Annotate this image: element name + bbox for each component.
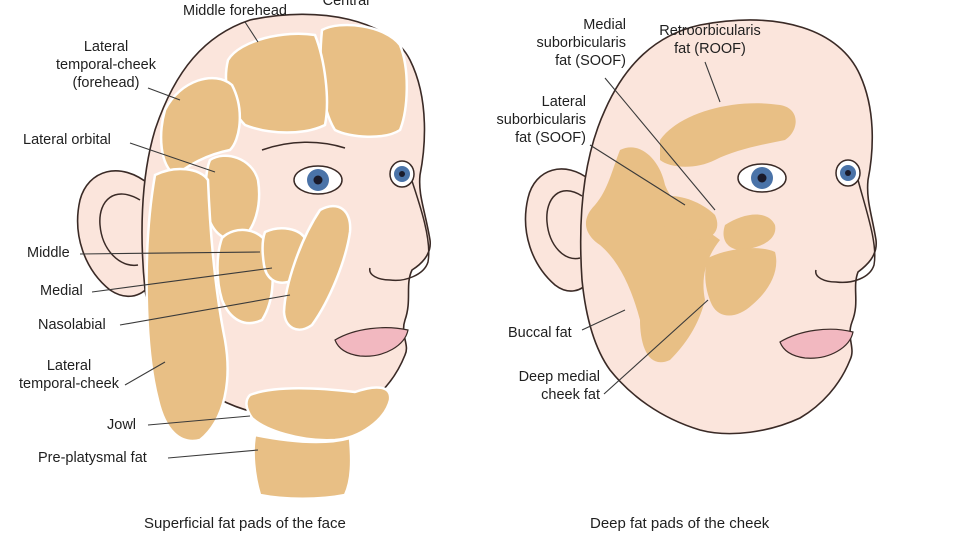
- pad-jowl: [245, 386, 392, 442]
- right-ear: [524, 168, 591, 292]
- pad-lateral-temporal-cheek: [145, 167, 229, 443]
- left-pupil: [313, 175, 323, 185]
- left-nose: [369, 174, 430, 282]
- label-central: Central: [322, 0, 370, 9]
- label-medial-soof: Medial suborbicularis fat (SOOF): [536, 17, 626, 69]
- leader-middle: [79, 251, 261, 255]
- left-lips: [334, 327, 409, 357]
- left-ear-inner: [99, 193, 141, 266]
- caption-deep: Deep fat pads of the cheek: [590, 515, 770, 532]
- label-lateral-orbital: Lateral orbital: [23, 132, 111, 148]
- leader-middle-forehead: [244, 21, 259, 43]
- leader-deep-medial-cheek: [603, 299, 709, 395]
- leader-lateral-soof: [589, 144, 686, 206]
- right-pupil: [757, 173, 767, 183]
- caption-superficial: Superficial fat pads of the face: [144, 515, 346, 532]
- pad-central-forehead: [319, 23, 408, 138]
- leader-jowl: [147, 415, 251, 426]
- label-pre-platysmal: Pre-platysmal fat: [38, 450, 147, 466]
- pad-nasolabial: [282, 204, 352, 331]
- label-medial: Medial: [40, 283, 83, 299]
- leader-lateral-orbital: [129, 142, 216, 173]
- leader-medial: [91, 267, 273, 293]
- right-lips: [779, 328, 854, 359]
- label-buccal: Buccal fat: [508, 325, 572, 341]
- leader-lateral-temporal-forehead: [147, 87, 181, 101]
- pad-buccal-lateral-soof: [585, 147, 720, 363]
- pad-lateral-temporal-forehead: [159, 76, 242, 177]
- pad-lateral-soof: [655, 195, 718, 240]
- left-face: [76, 13, 431, 500]
- leader-medial-soof: [604, 77, 716, 211]
- leader-lines: [79, 21, 721, 459]
- pad-medial-soof: [723, 214, 776, 250]
- label-roof: Retroorbicularis fat (ROOF): [659, 23, 761, 57]
- right-nose: [815, 179, 876, 284]
- label-lateral-soof: Lateral suborbicularis fat (SOOF): [496, 94, 586, 146]
- leader-roof: [704, 61, 721, 103]
- left-brow-line: [261, 141, 346, 151]
- label-lateral-temporal-forehead: Lateral temporal-cheek (forehead): [56, 39, 156, 91]
- right-ear-inner: [546, 190, 583, 260]
- label-lateral-temporal-cheek: Lateral temporal-cheek: [19, 358, 119, 392]
- pad-middle-forehead: [224, 32, 329, 134]
- label-middle: Middle: [27, 245, 70, 261]
- left-pupil-far: [399, 171, 405, 177]
- pad-pre-platysmal: [252, 433, 353, 500]
- pad-lateral-orbital: [204, 154, 261, 242]
- label-jowl: Jowl: [107, 417, 137, 433]
- pad-roof: [660, 103, 796, 167]
- label-deep-medial-cheek: Deep medial cheek fat: [518, 369, 600, 403]
- leader-nasolabial: [119, 294, 291, 326]
- leader-buccal: [581, 309, 626, 331]
- right-face: [524, 19, 877, 435]
- left-ear: [76, 170, 151, 298]
- pad-deep-medial-cheek: [705, 248, 777, 316]
- leader-lateral-temporal-cheek: [124, 361, 166, 386]
- leader-pre-platysmal: [167, 449, 259, 459]
- pad-middle-cheek: [216, 228, 274, 325]
- label-middle-forehead: Middle forehead: [183, 3, 287, 19]
- right-pupil-far: [845, 170, 851, 176]
- label-nasolabial: Nasolabial: [38, 317, 106, 333]
